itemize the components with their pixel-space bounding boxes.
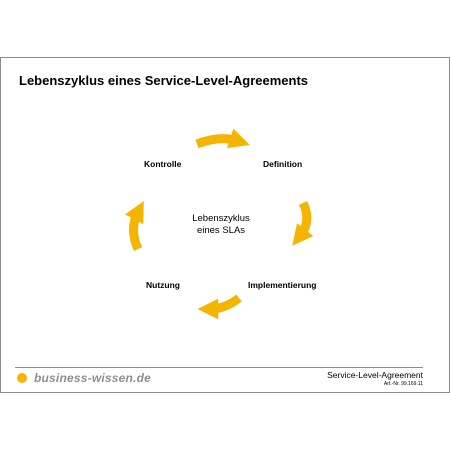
footer-article-number: Art.-Nr. 99.169.11 bbox=[383, 381, 423, 387]
cycle-center-label: Lebenszyklus eines SLAs bbox=[171, 213, 271, 237]
cycle-arrow-definition bbox=[195, 128, 250, 149]
stage-implementierung: Implementierung bbox=[248, 280, 317, 290]
brand-name: business-wissen.de bbox=[34, 371, 151, 385]
stage-kontrolle: Kontrolle bbox=[144, 159, 182, 169]
footer-document-title: Service-Level-Agreement bbox=[327, 370, 423, 380]
slide-title: Lebenszyklus eines Service-Level-Agreeme… bbox=[19, 73, 309, 88]
brand-logo: business-wissen.de bbox=[17, 368, 151, 388]
cycle-arrow-implementierung bbox=[292, 200, 314, 246]
center-label-line1: Lebenszyklus bbox=[192, 213, 250, 224]
center-label-line2: eines SLAs bbox=[196, 225, 246, 236]
footer-divider bbox=[15, 367, 423, 368]
stage-definition: Definition bbox=[263, 159, 303, 169]
slide: Lebenszyklus eines Service-Level-Agreeme… bbox=[0, 57, 450, 393]
cycle-arrow-nutzung bbox=[197, 294, 242, 320]
lifecycle-diagram bbox=[124, 128, 314, 320]
stage-nutzung: Nutzung bbox=[146, 280, 180, 290]
cycle-arrow-kontrolle bbox=[124, 201, 144, 251]
brand-dot-icon bbox=[17, 373, 27, 383]
